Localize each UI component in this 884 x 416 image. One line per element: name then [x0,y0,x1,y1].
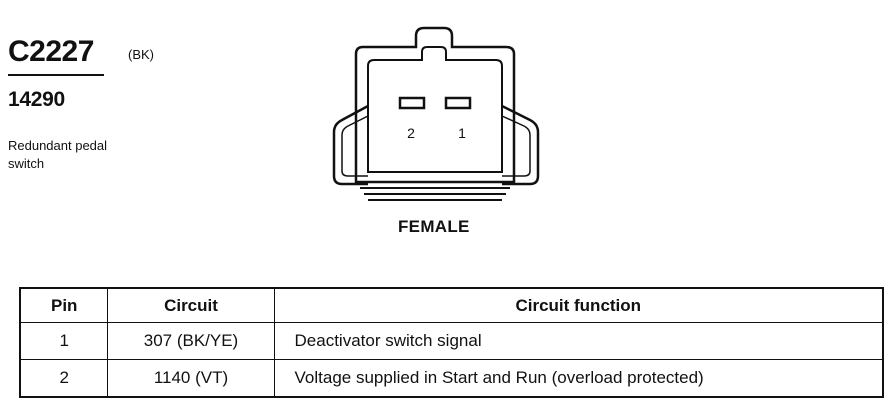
pin-table: Pin Circuit Circuit function 1 307 (BK/Y… [19,287,884,398]
connector-id: C2227 [8,35,94,68]
pin-label-1: 1 [458,125,466,141]
header-circuit: Circuit [107,287,275,323]
description-line-2: switch [8,156,45,171]
cell-circuit-function: Deactivator switch signal [273,322,884,360]
table-row: 2 1140 (VT) Voltage supplied in Start an… [19,359,884,398]
cell-pin: 2 [19,359,109,398]
left-side-tab-inner [341,115,369,177]
part-number: 14290 [8,88,65,111]
connector-view-label: FEMALE [398,217,470,236]
cell-circuit: 1140 (VT) [107,359,275,398]
description-line-1: Redundant pedal [8,138,108,153]
connector-color-code: (BK) [128,47,154,62]
connector-id-underline [8,74,104,76]
cell-pin: 1 [19,322,109,360]
pin-label-2: 2 [407,125,415,141]
left-side-tab [332,104,369,186]
cell-circuit: 307 (BK/YE) [107,322,275,360]
pin-slot-2 [398,96,426,110]
right-side-tab-inner [501,115,531,177]
right-side-tab [501,104,540,186]
header-pin: Pin [19,287,109,323]
header-circuit-function: Circuit function [273,287,884,323]
table-header-row: Pin Circuit Circuit function [19,287,884,323]
pin-slot-1 [444,96,472,110]
table-row: 1 307 (BK/YE) Deactivator switch signal [19,322,884,360]
connector-inner-face [367,46,503,173]
cell-circuit-function: Voltage supplied in Start and Run (overl… [273,359,884,398]
connector-description: Redundant pedal switch [8,137,148,173]
connector-face-diagram: 2 1 [332,26,540,201]
connector-outer-shell [354,26,516,184]
